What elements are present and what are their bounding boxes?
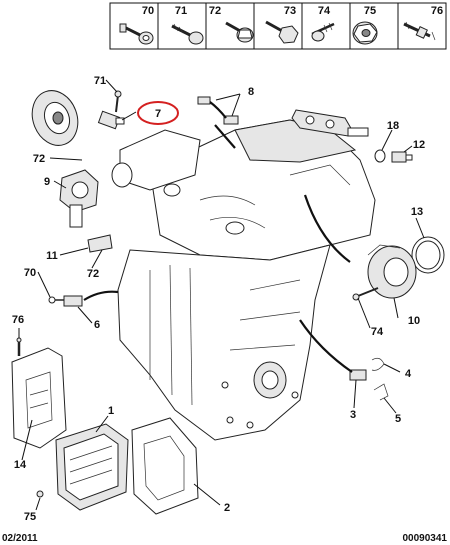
callout-labels: 71 7 8 72 9 11 72 70 6 76 14 1 2 75 18 1… xyxy=(12,75,425,523)
callout-8: 8 xyxy=(248,86,254,98)
callout-9: 9 xyxy=(44,176,50,188)
ecu-part-1 xyxy=(55,423,129,511)
nut-part-75 xyxy=(36,490,44,498)
housing-part-10 xyxy=(367,244,417,299)
callout-5: 5 xyxy=(395,413,401,425)
stud-icon xyxy=(403,21,436,41)
leader-lines xyxy=(18,79,425,511)
sensor-part-3 xyxy=(349,369,367,381)
header-ref-75: 75 xyxy=(364,5,376,17)
bracket-part-5 xyxy=(373,383,389,401)
connector-part-8 xyxy=(197,96,239,125)
header-ref-71: 71 xyxy=(175,5,187,17)
screw-part-71 xyxy=(114,90,122,113)
hex-screw-icon xyxy=(265,20,299,44)
self-tapping-screw-icon xyxy=(311,22,335,42)
highlight-ring-part-7 xyxy=(137,101,179,125)
heat-shield-part-14 xyxy=(11,347,67,449)
callout-2: 2 xyxy=(224,502,230,514)
callout-11: 11 xyxy=(46,250,58,262)
flange-nut-icon xyxy=(352,21,378,45)
header-ref-73: 73 xyxy=(284,5,296,17)
clip-part-4 xyxy=(371,357,385,371)
seal-part-18 xyxy=(374,149,386,163)
engine-block xyxy=(111,119,376,441)
callout-13: 13 xyxy=(411,206,423,218)
callout-18: 18 xyxy=(387,120,399,132)
screw-icon xyxy=(171,23,204,45)
flange-screw-icon xyxy=(225,21,254,43)
screw-part-74 xyxy=(352,287,379,301)
callout-1: 1 xyxy=(108,405,114,417)
callout-72-upper: 72 xyxy=(33,153,45,165)
callout-74: 74 xyxy=(371,326,384,338)
callout-70: 70 xyxy=(24,267,36,279)
ecu-bracket-part-2 xyxy=(131,417,199,515)
sensor-part-12 xyxy=(391,151,413,163)
header-ref-72: 72 xyxy=(209,5,221,17)
header-ref-74: 74 xyxy=(318,5,331,17)
callout-72-lower: 72 xyxy=(87,268,99,280)
egr-valve-part-9 xyxy=(59,169,99,228)
callout-12: 12 xyxy=(413,139,425,151)
callout-76: 76 xyxy=(12,314,24,326)
footer-date: 02/2011 xyxy=(2,533,38,544)
callout-75: 75 xyxy=(24,511,36,523)
header-ref-76: 76 xyxy=(431,5,443,17)
fuel-rail xyxy=(291,109,369,137)
camshaft-sensor-part-7 xyxy=(97,110,125,130)
header-parts-strip: 70 71 72 73 74 75 76 xyxy=(109,2,447,50)
callout-3: 3 xyxy=(350,409,356,421)
header-ref-70: 70 xyxy=(142,5,154,17)
callout-10: 10 xyxy=(408,315,420,327)
callout-7: 7 xyxy=(155,108,161,120)
screw-with-washer-icon xyxy=(119,23,154,45)
o-ring-part-13 xyxy=(411,236,445,274)
callout-14: 14 xyxy=(14,459,27,471)
footer-code: 00090341 xyxy=(403,533,448,544)
stud-part-76 xyxy=(16,337,22,356)
callout-4: 4 xyxy=(405,368,412,380)
wiring xyxy=(83,124,353,373)
callout-6: 6 xyxy=(94,319,100,331)
timing-pulley xyxy=(31,90,79,146)
bracket-part-11 xyxy=(87,234,113,253)
callout-71: 71 xyxy=(94,75,106,87)
sensor-part-6 xyxy=(48,295,83,307)
